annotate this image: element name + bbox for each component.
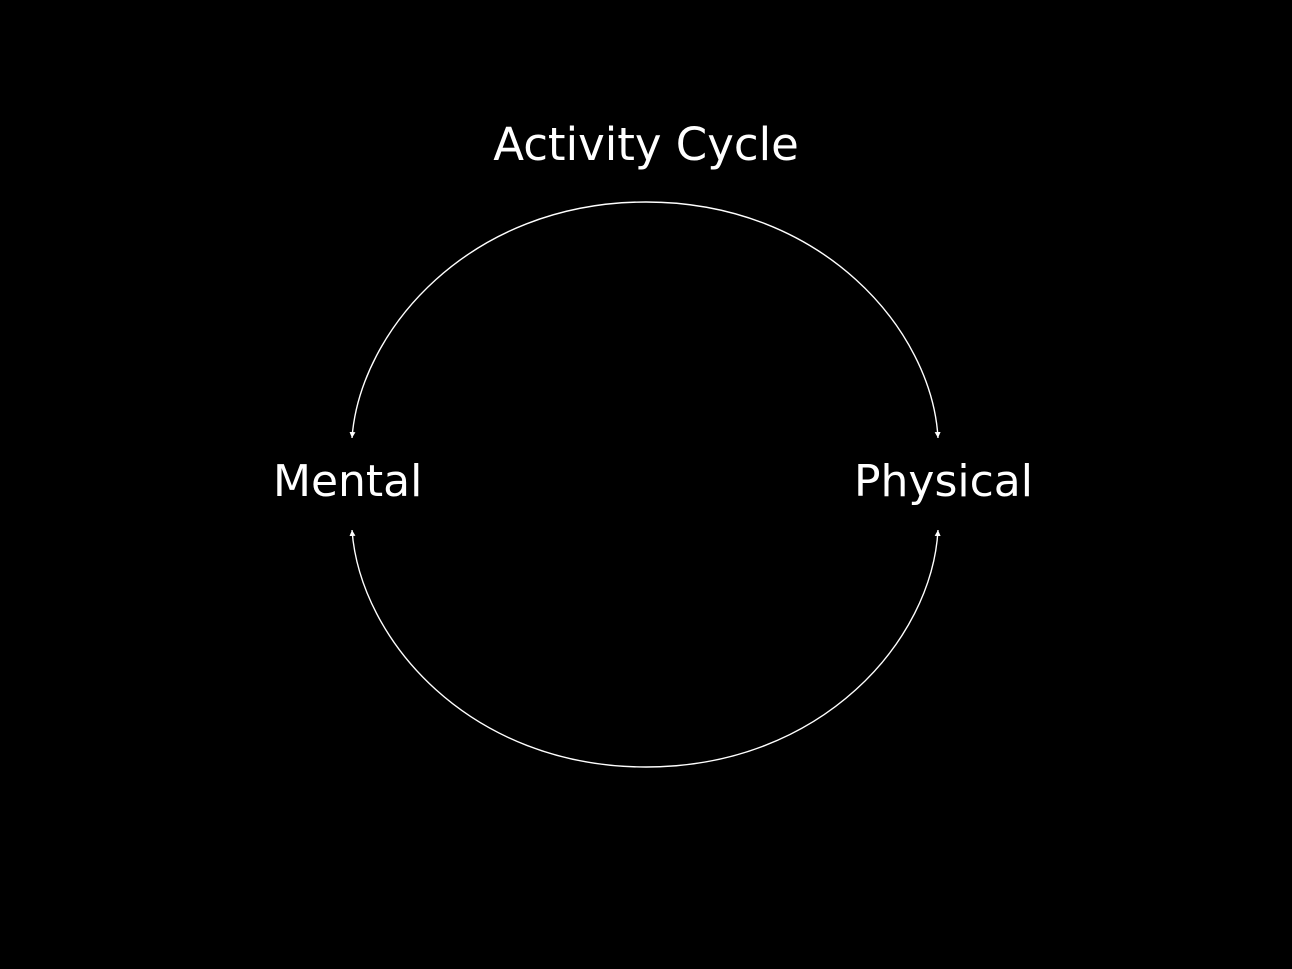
bottom-arc-right <box>645 529 941 768</box>
bottom-arc-left <box>349 529 647 768</box>
node-mental: Mental <box>273 456 423 507</box>
top-arc-left <box>349 201 647 439</box>
node-physical: Physical <box>854 456 1033 507</box>
diagram-title: Activity Cycle <box>493 118 799 171</box>
top-arc-right <box>645 201 941 439</box>
